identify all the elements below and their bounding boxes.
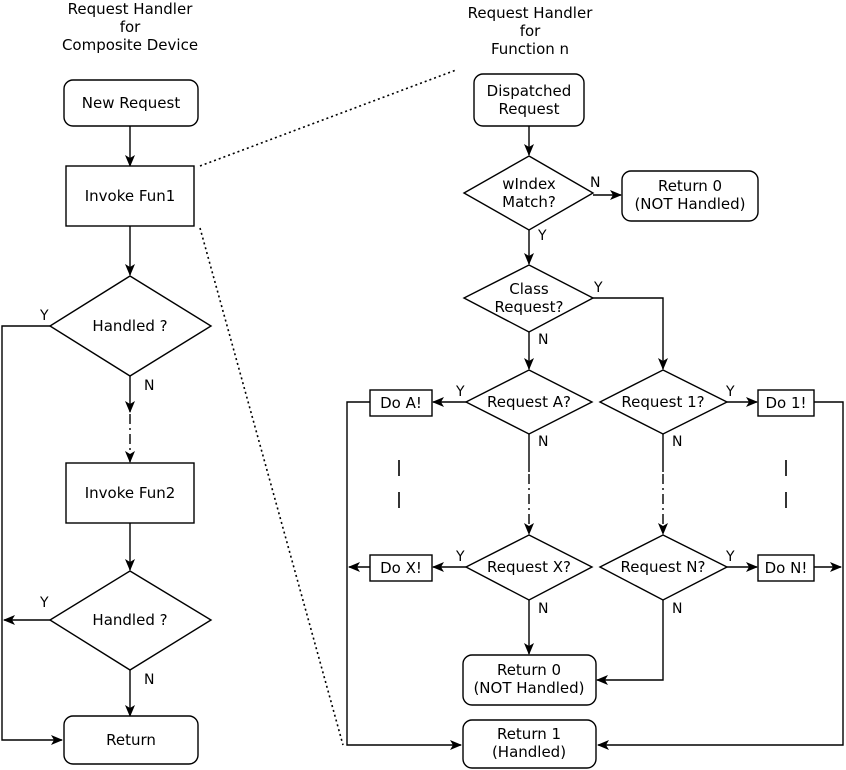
request-1-yes-label: Y	[725, 384, 735, 400]
edge-class-yes	[593, 297, 668, 370]
request-n-no-label: N	[672, 601, 682, 617]
class-no-label: N	[538, 332, 548, 348]
zoom-line-top	[199, 69, 457, 167]
return1-line1: Return 1	[497, 725, 561, 743]
handled-2-decision: Handled ?	[48, 570, 213, 671]
request-x-no-label: N	[538, 601, 548, 617]
do-n-node: Do N!	[757, 554, 815, 582]
right-title-line3: Function n	[491, 40, 569, 58]
invoke-fun1-node: Invoke Fun1	[65, 165, 195, 227]
do-a-node: Do A!	[369, 389, 433, 417]
windex-no-label: N	[590, 175, 600, 191]
class-label-line1: Class	[509, 280, 549, 298]
dispatched-label-line1: Dispatched	[487, 82, 572, 100]
do-1-label: Do 1!	[765, 394, 806, 412]
return1-line2: (Handled)	[492, 743, 566, 761]
windex-label-line1: wIndex	[502, 175, 556, 193]
right-title: Request Handler for Function n	[468, 4, 594, 58]
edge-do-1-to-return1	[597, 401, 844, 750]
right-title-line2: for	[520, 22, 541, 40]
edge-handled1-yes-to-return	[1, 325, 63, 745]
handled-1-no-label: N	[144, 378, 154, 394]
invoke-fun1-label: Invoke Fun1	[85, 187, 176, 205]
left-title-line3: Composite Device	[62, 36, 198, 54]
class-request-decision: Class Request?	[462, 264, 595, 333]
windex-label-line2: Match?	[502, 193, 556, 211]
handled-1-yes-label: Y	[39, 308, 49, 324]
class-label-line2: Request?	[495, 298, 564, 316]
left-title: Request Handler for Composite Device	[62, 0, 198, 54]
request-a-yes-label: Y	[455, 384, 465, 400]
return-label: Return	[106, 731, 156, 749]
new-request-label: New Request	[82, 94, 181, 112]
new-request-node: New Request	[63, 79, 199, 127]
request-a-decision: Request A?	[464, 369, 594, 435]
handled-2-label: Handled ?	[92, 611, 167, 629]
invoke-fun2-label: Invoke Fun2	[85, 484, 176, 502]
left-title-line2: for	[120, 18, 141, 36]
edge-do-a-to-return1	[346, 401, 462, 750]
dispatched-request-node: Dispatched Request	[473, 73, 585, 127]
zoom-line-bottom	[199, 227, 344, 746]
do-x-node: Do X!	[369, 554, 433, 582]
request-1-no-label: N	[672, 434, 682, 450]
request-1-label: Request 1?	[621, 393, 704, 411]
class-yes-label: Y	[593, 280, 603, 296]
do-x-label: Do X!	[380, 559, 422, 577]
request-x-label: Request X?	[487, 558, 571, 576]
left-title-line1: Request Handler	[68, 0, 194, 18]
request-n-decision: Request N?	[598, 534, 729, 601]
return0-bottom-line2: (NOT Handled)	[473, 679, 584, 697]
handled-2-yes-label: Y	[39, 595, 49, 611]
windex-yes-label: Y	[537, 228, 547, 244]
do-1-node: Do 1!	[757, 389, 815, 417]
do-n-label: Do N!	[765, 559, 808, 577]
do-a-label: Do A!	[380, 394, 422, 412]
handled-2-no-label: N	[144, 672, 154, 688]
handled-1-decision: Handled ?	[48, 275, 213, 377]
handled-1-label: Handled ?	[92, 317, 167, 335]
windex-match-decision: wIndex Match?	[462, 155, 595, 231]
request-n-yes-label: Y	[725, 549, 735, 565]
dispatched-label-line2: Request	[499, 100, 560, 118]
request-x-decision: Request X?	[464, 534, 594, 601]
return0-top-node: Return 0 (NOT Handled)	[621, 170, 759, 222]
return0-bottom-line1: Return 0	[497, 661, 561, 679]
request-x-yes-label: Y	[455, 549, 465, 565]
return0-bottom-node: Return 0 (NOT Handled)	[462, 654, 597, 706]
request-1-decision: Request 1?	[598, 369, 729, 435]
return0-top-line1: Return 0	[658, 177, 722, 195]
request-a-label: Request A?	[487, 393, 571, 411]
invoke-fun2-node: Invoke Fun2	[65, 462, 195, 524]
return-node: Return	[63, 715, 199, 765]
edge-request-n-no	[596, 600, 664, 685]
return0-top-line2: (NOT Handled)	[634, 195, 745, 213]
right-title-line1: Request Handler	[468, 4, 594, 22]
request-a-no-label: N	[538, 434, 548, 450]
return1-node: Return 1 (Handled)	[462, 719, 597, 769]
request-n-label: Request N?	[621, 558, 706, 576]
